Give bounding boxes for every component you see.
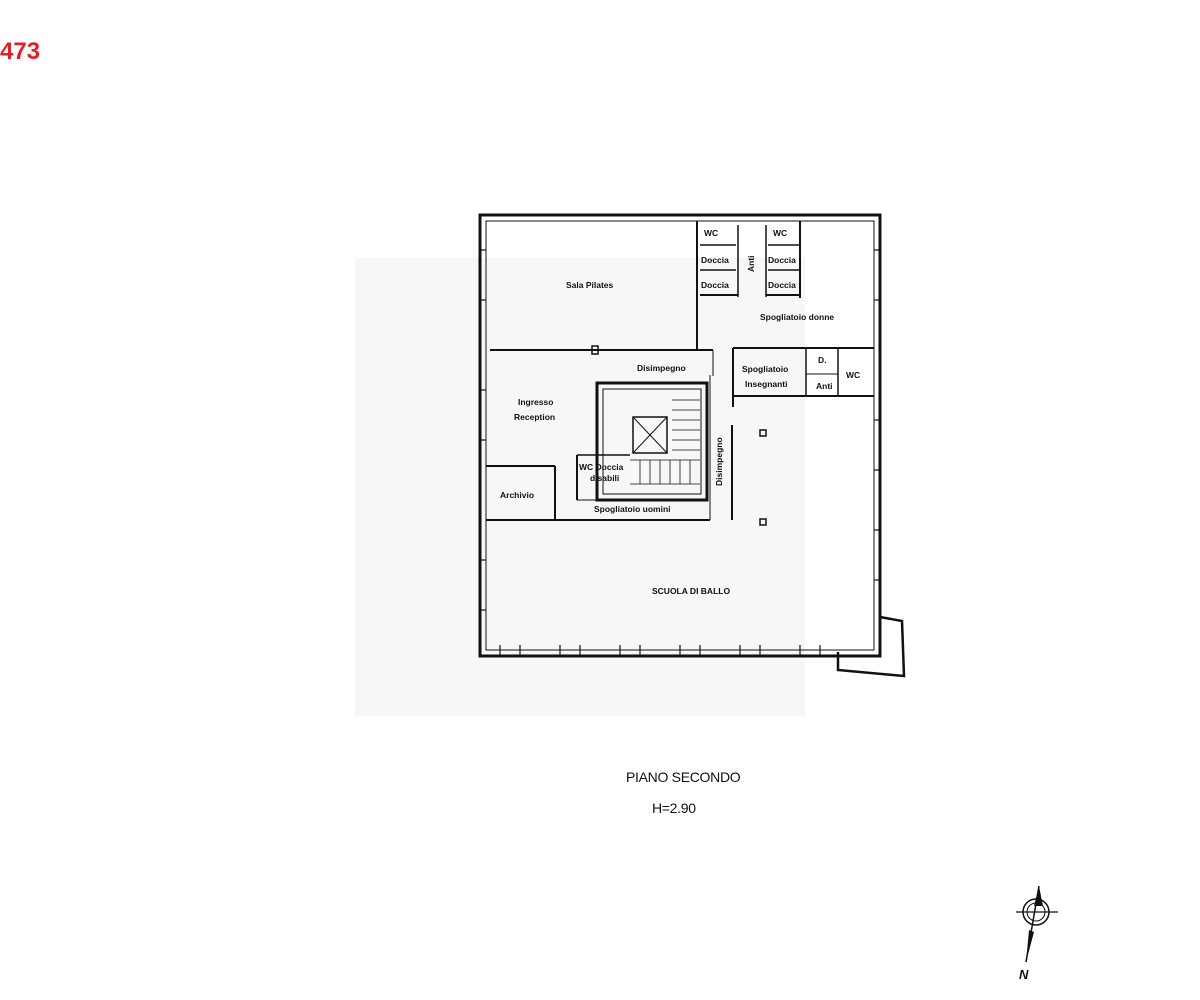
room-scuola-di-ballo: SCUOLA DI BALLO xyxy=(652,586,730,596)
room-wc-left: WC xyxy=(704,228,718,238)
compass-icon xyxy=(1016,885,1058,963)
reference-number: 473 xyxy=(0,38,41,65)
room-doccia-right-1: Doccia xyxy=(768,255,796,265)
room-ingresso: Ingresso xyxy=(518,397,553,407)
room-disimpegno-vertical: Disimpegno xyxy=(714,437,724,486)
room-disimpegno-top: Disimpegno xyxy=(637,363,686,373)
plan-height: H=2.90 xyxy=(652,800,696,816)
room-doccia-right-2: Doccia xyxy=(768,280,796,290)
room-wc-doccia-disabili: disabili xyxy=(590,473,619,483)
room-reception: Reception xyxy=(514,412,555,422)
room-wc-small: WC xyxy=(846,370,860,380)
room-doccia-left-1: Doccia xyxy=(701,255,729,265)
room-wc-right: WC xyxy=(773,228,787,238)
room-spogliatoio-insegnanti-2: Insegnanti xyxy=(745,379,788,389)
room-sala-pilates: Sala Pilates xyxy=(566,280,614,290)
room-spogliatoio-insegnanti-1: Spogliatoio xyxy=(742,364,788,374)
compass-north-label: N xyxy=(1019,967,1029,982)
room-d: D. xyxy=(818,355,827,365)
room-spogliatoio-uomini: Spogliatoio uomini xyxy=(594,504,671,514)
window-marks xyxy=(480,249,880,656)
plan-title: PIANO SECONDO xyxy=(626,769,741,785)
scan-shadow xyxy=(355,258,805,716)
room-anti-vertical: Anti xyxy=(746,255,756,272)
walls xyxy=(478,213,906,678)
room-archivio: Archivio xyxy=(500,490,534,500)
room-doccia-left-2: Doccia xyxy=(701,280,729,290)
room-anti: Anti xyxy=(816,381,833,391)
room-spogliatoio-donne: Spogliatoio donne xyxy=(760,312,834,322)
room-wc-doccia: WC Doccia xyxy=(579,462,624,472)
